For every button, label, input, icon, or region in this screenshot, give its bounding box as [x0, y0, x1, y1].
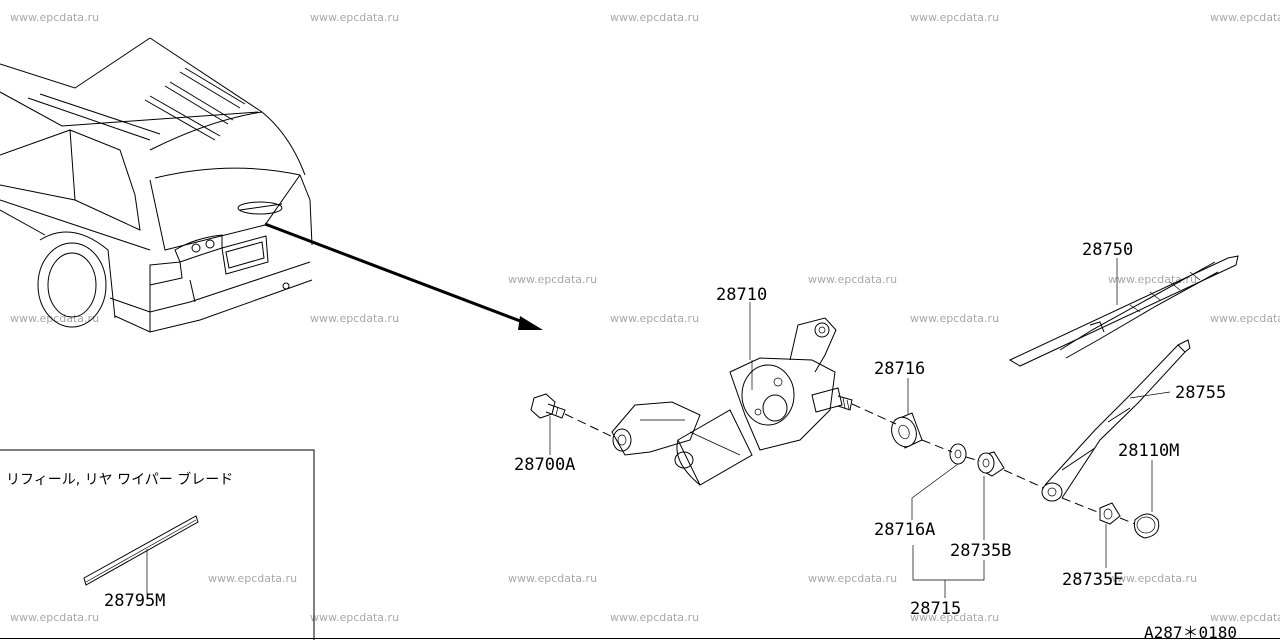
inset-title: リフィール, リヤ ワイパー ブレード	[6, 471, 233, 488]
part-label-28716: 28716	[874, 359, 925, 379]
watermark: www.epcdata.ru	[910, 611, 999, 624]
wiper-blade	[1008, 255, 1239, 367]
part-labels: 28750 28710 28716 28755 28700A 28110M 28…	[514, 240, 1226, 619]
watermark: www.epcdata.ru	[610, 312, 699, 325]
watermark: www.epcdata.ru	[10, 611, 99, 624]
watermark: www.epcdata.ru	[208, 572, 297, 585]
direction-arrow	[264, 222, 543, 330]
watermark: www.epcdata.ru	[1210, 611, 1280, 624]
watermark: www.epcdata.ru	[1210, 312, 1280, 325]
part-label-28755: 28755	[1175, 383, 1226, 403]
watermarks: www.epcdata.ru www.epcdata.ru www.epcdat…	[10, 11, 1280, 624]
part-label-28110M: 28110M	[1118, 441, 1179, 461]
wiper-motor	[611, 317, 853, 486]
part-label-28710: 28710	[716, 285, 767, 305]
part-label-28700A: 28700A	[514, 455, 575, 475]
arm-nut	[1099, 502, 1121, 525]
watermark: www.epcdata.ru	[910, 11, 999, 24]
part-label-28735E: 28735E	[1062, 570, 1123, 590]
part-label-28735B: 28735B	[950, 541, 1011, 561]
grommet	[891, 412, 923, 449]
watermark: www.epcdata.ru	[310, 312, 399, 325]
watermark: www.epcdata.ru	[808, 273, 897, 286]
watermark: www.epcdata.ru	[10, 312, 99, 325]
arm-cap	[1134, 513, 1160, 539]
watermark: www.epcdata.ru	[310, 11, 399, 24]
watermark: www.epcdata.ru	[610, 611, 699, 624]
watermark: www.epcdata.ru	[1108, 572, 1197, 585]
watermark: www.epcdata.ru	[10, 11, 99, 24]
nut	[977, 451, 1005, 477]
watermark: www.epcdata.ru	[310, 611, 399, 624]
part-label-28750: 28750	[1082, 240, 1133, 260]
watermark: www.epcdata.ru	[808, 572, 897, 585]
leader-lines	[549, 258, 1171, 598]
part-label-28795M: 28795M	[104, 591, 165, 611]
car-rear-illustration	[0, 37, 313, 333]
washer	[949, 443, 967, 465]
part-label-28715: 28715	[910, 599, 961, 619]
wiper-arm	[1041, 339, 1191, 502]
bolt	[530, 393, 566, 419]
diagram-code: A287＊0180	[1144, 623, 1237, 640]
watermark: www.epcdata.ru	[508, 273, 597, 286]
assembly-lines	[564, 403, 1136, 525]
watermark: www.epcdata.ru	[910, 312, 999, 325]
watermark: www.epcdata.ru	[610, 11, 699, 24]
inset-refill-box: リフィール, リヤ ワイパー ブレード 28795M	[0, 449, 315, 640]
part-label-28716A: 28716A	[874, 520, 935, 540]
watermark: www.epcdata.ru	[508, 572, 597, 585]
watermark: www.epcdata.ru	[1210, 11, 1280, 24]
